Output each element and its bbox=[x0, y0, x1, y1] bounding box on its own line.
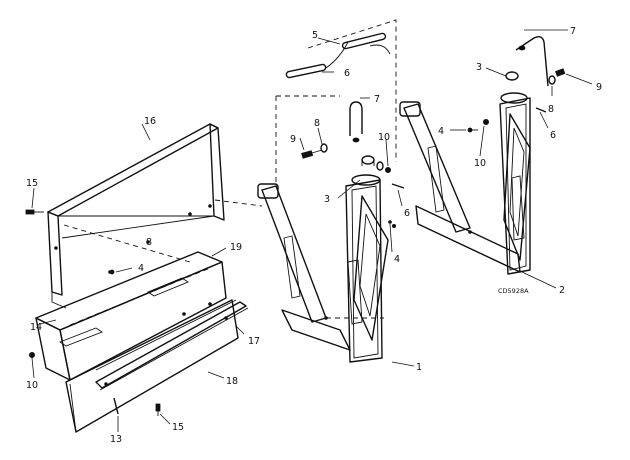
leader-lines bbox=[31, 29, 593, 432]
callout-10a: 10 bbox=[378, 132, 390, 143]
callout-6c: 6 bbox=[550, 130, 556, 141]
callout-14: 14 bbox=[30, 322, 42, 333]
part-16-back-panel bbox=[47, 123, 263, 309]
callout-2: 2 bbox=[559, 285, 565, 296]
part-17-rail bbox=[95, 301, 249, 391]
callout-4a: 4 bbox=[138, 263, 144, 274]
callout-19: 19 bbox=[230, 242, 242, 253]
callout-labels: 1 2 3 3 4 4 4 5 6 6 6 7 7 8 8 8 9 9 10 1… bbox=[26, 26, 602, 445]
part-18-front-plate bbox=[65, 299, 239, 433]
hidden-assembly-lines bbox=[275, 19, 397, 319]
callout-9b: 9 bbox=[596, 82, 602, 93]
callout-10c: 10 bbox=[26, 380, 38, 391]
callout-9a: 9 bbox=[290, 134, 296, 145]
callout-5: 5 bbox=[312, 30, 318, 41]
callout-15b: 15 bbox=[172, 422, 184, 433]
callout-3b: 3 bbox=[476, 62, 482, 73]
callout-18: 18 bbox=[226, 376, 238, 387]
callout-8a: 8 bbox=[314, 118, 320, 129]
callout-4b: 4 bbox=[394, 254, 400, 265]
callout-6b: 6 bbox=[404, 208, 410, 219]
callout-15a: 15 bbox=[26, 178, 38, 189]
callout-10b: 10 bbox=[474, 158, 486, 169]
callout-7a: 7 bbox=[374, 94, 380, 105]
callout-8c: 8 bbox=[146, 237, 152, 248]
part-2-rear-leg bbox=[399, 92, 531, 275]
callout-4c: 4 bbox=[438, 126, 444, 137]
hardware bbox=[25, 32, 566, 416]
callout-16: 16 bbox=[144, 116, 156, 127]
callout-13: 13 bbox=[110, 434, 122, 445]
callout-7b: 7 bbox=[570, 26, 576, 37]
callout-3a: 3 bbox=[324, 194, 330, 205]
drawing-code: CD5928A bbox=[498, 287, 529, 295]
callout-17: 17 bbox=[248, 336, 260, 347]
callout-8b: 8 bbox=[548, 104, 554, 115]
callout-1: 1 bbox=[416, 362, 422, 373]
part-1-front-leg bbox=[257, 174, 392, 363]
callout-6a: 6 bbox=[344, 68, 350, 79]
